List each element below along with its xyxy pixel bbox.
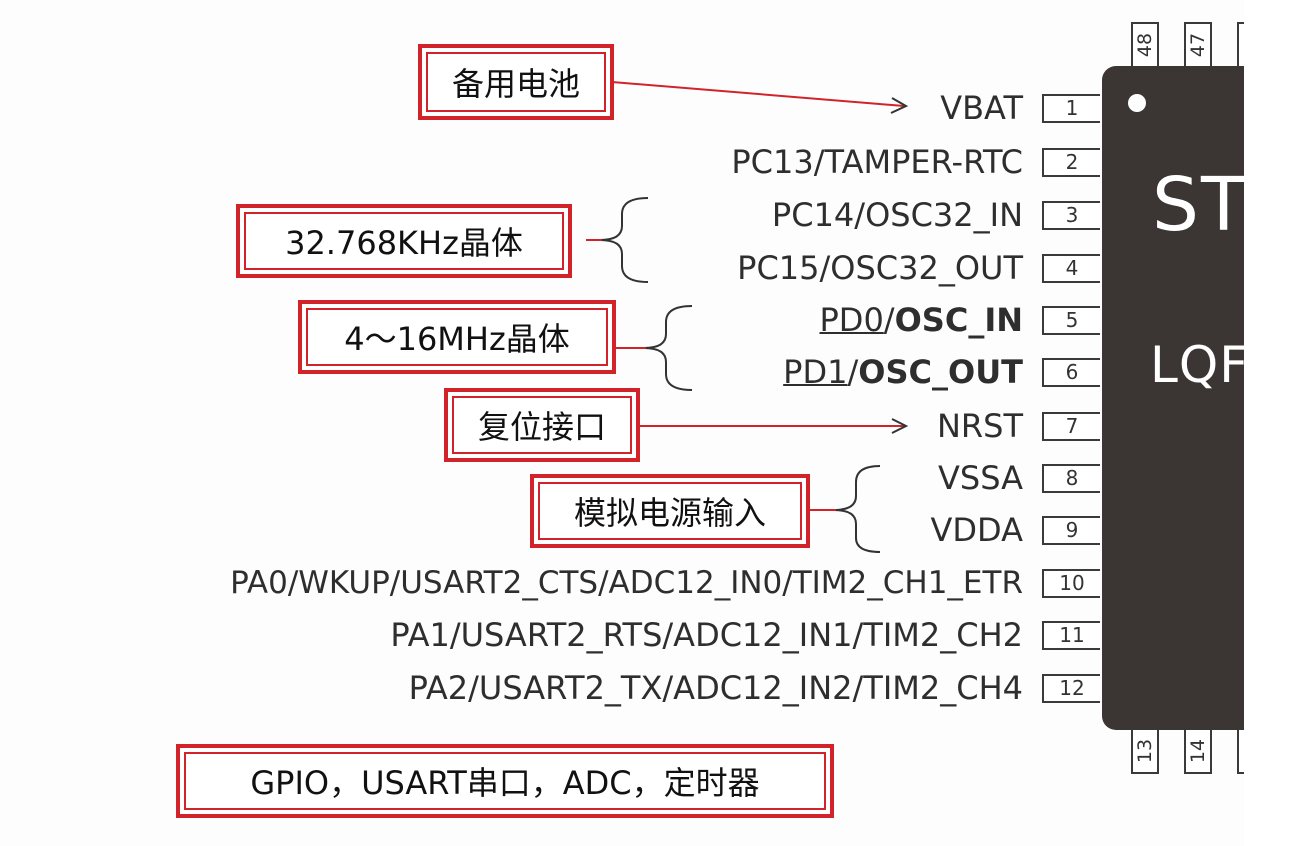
annotation-peripherals: GPIO，USART串口，ADC，定时器 <box>176 744 834 818</box>
pin-6-label-port: PD1 <box>783 353 848 391</box>
arrow-backup-battery-line <box>611 81 905 107</box>
pin-6-box: 6 <box>1042 358 1100 387</box>
annotation-analog-power: 模拟电源输入 <box>530 474 810 548</box>
brace-analog-power <box>833 465 881 553</box>
annotation-peripherals-text: GPIO，USART串口，ADC，定时器 <box>184 752 826 810</box>
pin-10-label: PA0/WKUP/USART2_CTS/ADC12_IN0/TIM2_CH1_E… <box>230 565 1023 601</box>
pin-6-label-sep: / <box>847 353 859 391</box>
pin-4-box: 4 <box>1042 254 1100 283</box>
pin-3-label: PC14/OSC32_IN <box>771 196 1023 234</box>
image-crop-edge <box>1244 0 1289 846</box>
pin-2-label: PC13/TAMPER-RTC <box>731 143 1023 181</box>
bottom-pin-14: 14 <box>1184 730 1212 774</box>
pin-1-box: 1 <box>1042 94 1100 123</box>
pin-6-label: PD1/OSC_OUT <box>783 352 1023 392</box>
annotation-crystal-hse-text: 4～16MHz晶体 <box>306 308 608 366</box>
arrow-reset-head <box>891 418 909 434</box>
annotation-reset: 复位接口 <box>444 388 640 462</box>
annotation-backup-battery-text: 备用电池 <box>426 52 606 112</box>
pin-6-label-func: OSC_OUT <box>858 353 1023 391</box>
annotation-reset-text: 复位接口 <box>452 396 632 454</box>
pin-11-label: PA1/USART2_RTS/ADC12_IN1/TIM2_CH2 <box>390 616 1023 654</box>
pin-4-label: PC15/OSC32_OUT <box>737 249 1023 287</box>
pin-7-label: NRST <box>936 407 1023 445</box>
annotation-crystal-32k-text: 32.768KHz晶体 <box>244 212 564 270</box>
arrow-backup-battery-head <box>890 97 909 114</box>
annotation-crystal-hse: 4～16MHz晶体 <box>298 300 616 374</box>
top-pin-47: 47 <box>1184 22 1212 66</box>
pin-5-label-sep: / <box>883 301 895 339</box>
top-pin-48: 48 <box>1131 22 1159 66</box>
pin-10-box: 10 <box>1042 569 1100 598</box>
pin-5-label-func: OSC_IN <box>894 301 1023 339</box>
pin-5-label: PD0/OSC_IN <box>820 300 1024 340</box>
pin-12-label: PA2/USART2_TX/ADC12_IN2/TIM2_CH4 <box>408 669 1023 707</box>
pin-5-label-port: PD0 <box>819 301 884 339</box>
brace-32k <box>599 197 649 283</box>
pin-1-label: VBAT <box>940 89 1023 127</box>
pin-12-box: 12 <box>1042 674 1100 703</box>
pin-2-box: 2 <box>1042 148 1100 177</box>
pin-8-label: VSSA <box>938 459 1023 497</box>
chip-package-text: LQF <box>1150 336 1249 394</box>
pin-5-box: 5 <box>1042 306 1100 335</box>
pin-9-box: 9 <box>1042 516 1100 545</box>
pin-7-box: 7 <box>1042 412 1100 441</box>
pin-9-label: VDDA <box>930 511 1024 549</box>
pin1-marker-dot <box>1128 94 1146 112</box>
brace-hse <box>643 305 693 391</box>
pin-11-box: 11 <box>1042 621 1100 650</box>
chip-brand-text: ST <box>1152 162 1249 248</box>
annotation-backup-battery: 备用电池 <box>418 44 614 120</box>
pin-3-box: 3 <box>1042 201 1100 230</box>
annotation-analog-power-text: 模拟电源输入 <box>538 482 802 540</box>
annotation-crystal-32k: 32.768KHz晶体 <box>236 204 572 278</box>
pin-8-box: 8 <box>1042 464 1100 493</box>
bottom-pin-13: 13 <box>1131 730 1159 774</box>
